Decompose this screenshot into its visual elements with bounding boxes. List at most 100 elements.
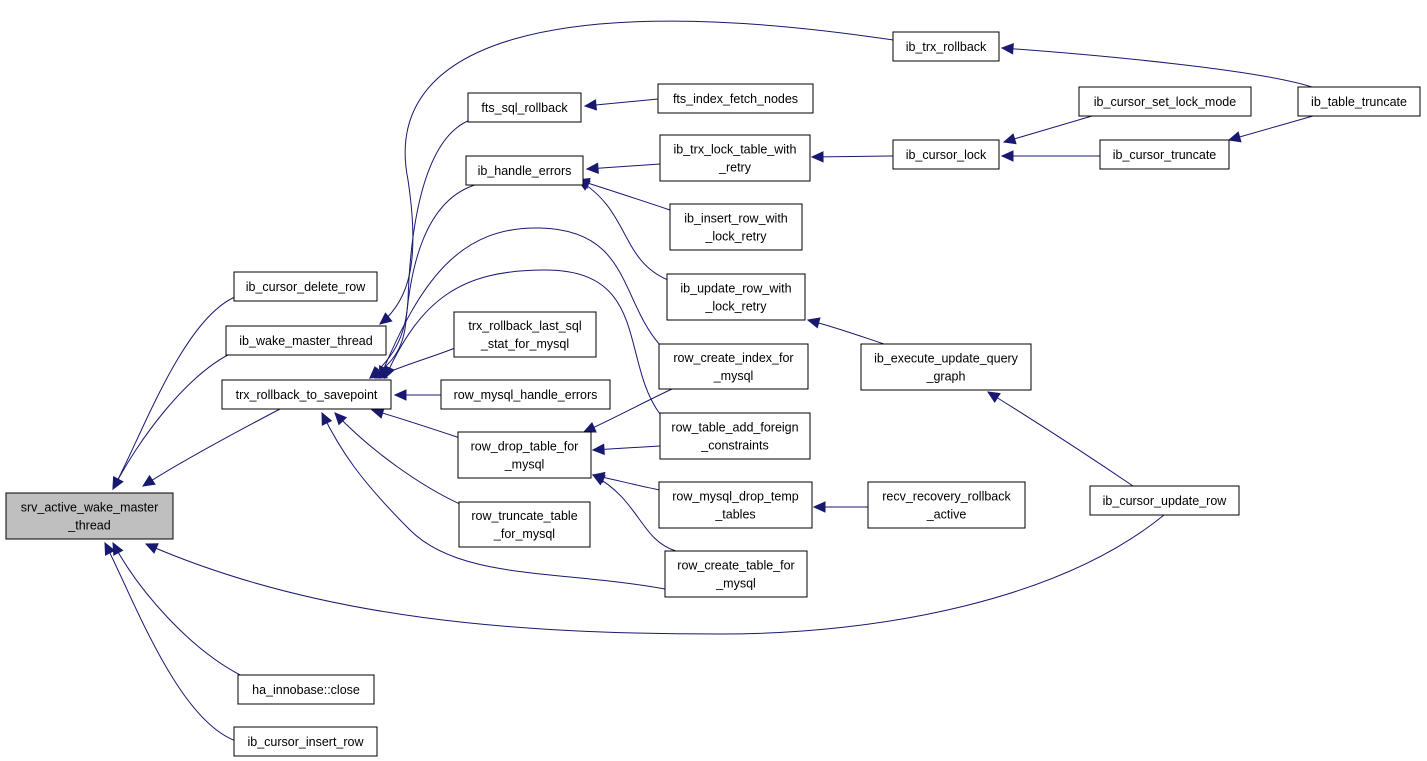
node-label: ib_cursor_set_lock_mode	[1094, 95, 1236, 109]
edge-line	[592, 474, 677, 552]
node-rdrop[interactable]: row_drop_table_for _mysql	[457, 431, 592, 479]
edge-rctab-to-rdrop	[591, 474, 677, 552]
edge-recv-to-rdtemp	[812, 501, 868, 513]
arrowhead	[393, 389, 407, 401]
node-clock[interactable]: ib_cursor_lock	[892, 139, 1000, 170]
edge-line	[371, 409, 461, 439]
node-box	[860, 343, 1032, 391]
node-insretry[interactable]: ib_insert_row_with_lock_retry	[669, 203, 803, 251]
edge-ftsidx-to-ftsrb	[583, 98, 659, 111]
arrowhead	[591, 443, 605, 456]
node-hacl[interactable]: ha_innobase::close	[237, 674, 375, 705]
node-label: row_drop_table_for	[471, 440, 579, 454]
node-label: row_table_add_foreign	[671, 421, 798, 435]
arrowhead	[582, 422, 597, 433]
edge-line	[379, 20, 894, 325]
node-trxlock[interactable]: ib_trx_lock_table_with_retry	[659, 134, 811, 182]
node-rctab[interactable]: row_create_table_for_mysql	[664, 550, 808, 598]
node-label: _graph	[926, 370, 966, 384]
node-recv[interactable]: recv_recovery_rollback_active	[867, 481, 1026, 529]
edge-trxlock-to-herr	[585, 162, 661, 174]
node-rmherr[interactable]: row_mysql_handle_errors	[440, 379, 611, 410]
node-ttrunc[interactable]: ib_table_truncate	[1297, 86, 1421, 117]
node-cins[interactable]: ib_cursor_insert_row	[233, 726, 378, 757]
node-box	[658, 481, 813, 529]
node-box	[657, 83, 814, 114]
edge-line	[379, 227, 661, 379]
arrowhead	[144, 543, 159, 554]
node-trxlast[interactable]: trx_rollback_last_sql_stat_for_mysql	[453, 311, 597, 358]
node-box	[1089, 485, 1240, 516]
node-label: ib_cursor_insert_row	[247, 735, 364, 749]
node-rcidx[interactable]: row_create_index_for_mysql	[658, 343, 809, 390]
node-box	[1099, 139, 1230, 170]
node-label: recv_recovery_rollback	[882, 490, 1011, 504]
node-label: _thread	[67, 519, 110, 533]
node-box	[867, 481, 1026, 529]
edge-line	[112, 350, 237, 490]
edge-line	[112, 296, 236, 490]
edge-line	[1003, 115, 1093, 143]
node-label: row_truncate_table	[471, 509, 577, 523]
node-box	[658, 343, 809, 390]
node-label: _mysql	[504, 458, 545, 472]
edge-rctab-to-trxsp	[321, 411, 666, 590]
edge-rtaf-to-rdrop	[591, 443, 661, 456]
node-rtrunc[interactable]: row_truncate_table _for_mysql	[458, 501, 591, 548]
node-cupd[interactable]: ib_cursor_update_row	[1089, 485, 1240, 516]
edge-rcidx-to-trxsp	[378, 227, 661, 380]
edge-line	[112, 542, 245, 678]
node-label: ib_update_row_with	[680, 282, 791, 296]
edge-line	[321, 412, 666, 590]
node-ftsidx[interactable]: fts_index_fetch_nodes	[657, 83, 814, 114]
node-label: trx_rollback_last_sql	[468, 319, 581, 333]
node-csetlock[interactable]: ib_cursor_set_lock_mode	[1078, 86, 1252, 117]
node-trxrb[interactable]: ib_trx_rollback	[892, 31, 1000, 62]
arrowhead	[379, 312, 393, 325]
edge-trxrb-to-wake	[379, 20, 894, 325]
edge-line	[577, 179, 671, 211]
node-ctrunc[interactable]: ib_cursor_truncate	[1099, 139, 1230, 170]
node-label: ib_insert_row_with	[684, 212, 788, 226]
arrowhead	[986, 391, 1001, 403]
node-execupd[interactable]: ib_execute_update_query_graph	[860, 343, 1032, 391]
node-label: ib_trx_lock_table_with	[674, 143, 797, 157]
arrowhead	[583, 99, 597, 111]
node-label: fts_sql_rollback	[481, 101, 568, 115]
node-ftsrb[interactable]: fts_sql_rollback	[467, 92, 582, 123]
edge-clock-to-trxlock	[810, 151, 894, 163]
node-box	[233, 726, 378, 757]
edge-rdrop-to-trxsp	[370, 407, 461, 439]
arrowhead	[1000, 150, 1014, 162]
edge-line	[807, 319, 885, 345]
node-label: _for_mysql	[493, 527, 555, 541]
node-label: ha_innobase::close	[252, 683, 360, 697]
edge-line	[586, 163, 661, 170]
node-updretry[interactable]: ib_update_row_with_lock_retry	[666, 273, 806, 321]
arrowhead	[591, 474, 606, 486]
edge-line	[987, 391, 1134, 487]
edge-line	[811, 155, 894, 158]
node-box	[659, 134, 811, 182]
edge-ttrunc-to-trxrb	[1000, 43, 1313, 88]
node-rdtemp[interactable]: row_mysql_drop_temp_tables	[658, 481, 813, 529]
arrowhead	[112, 541, 124, 556]
arrowhead	[334, 412, 348, 426]
node-label: row_create_index_for	[673, 351, 793, 365]
node-herr[interactable]: ib_handle_errors	[465, 155, 584, 186]
edge-line	[369, 119, 471, 379]
node-label: ib_cursor_delete_row	[246, 280, 366, 294]
node-wake[interactable]: ib_wake_master_thread	[225, 325, 387, 356]
node-cdel[interactable]: ib_cursor_delete_row	[233, 271, 378, 302]
node-box	[1078, 86, 1252, 117]
node-label: _mysql	[715, 577, 756, 591]
edge-cupd-to-srv	[144, 514, 1165, 635]
arrowhead	[810, 151, 824, 163]
node-rtaf[interactable]: row_table_add_foreign_constraints	[659, 412, 811, 460]
node-box	[5, 492, 174, 540]
node-label: srv_active_wake_master	[21, 501, 159, 515]
node-trxsp[interactable]: trx_rollback_to_savepoint	[221, 379, 392, 410]
edge-line	[1001, 47, 1313, 88]
node-srv[interactable]: srv_active_wake_master _thread	[5, 492, 174, 540]
edge-line	[142, 408, 281, 487]
